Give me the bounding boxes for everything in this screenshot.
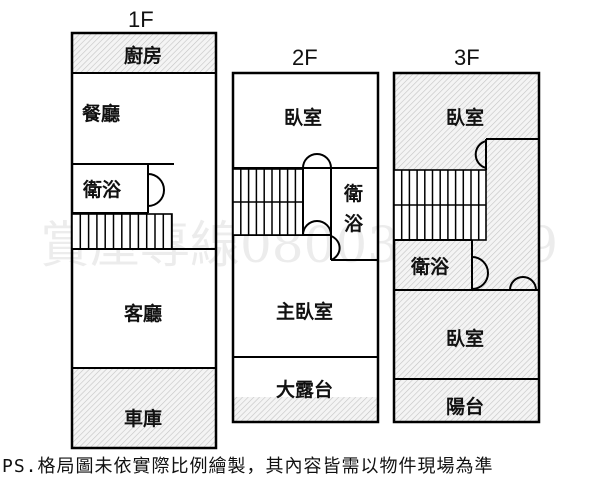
room-bathroom-2f-line2: 浴 xyxy=(344,213,364,235)
floor-label-3f: 3F xyxy=(454,45,480,70)
door-swing-icon xyxy=(147,173,165,207)
floor-1f: 1F 廚房 餐廳 衛浴 客廳 車庫 xyxy=(70,7,218,450)
room-garage: 車庫 xyxy=(124,407,162,430)
kitchen-area xyxy=(72,33,216,73)
room-dining: 餐廳 xyxy=(82,102,120,125)
staircase xyxy=(232,168,304,236)
floor-label-2f: 2F xyxy=(292,45,318,70)
room-bathroom-2f-line1: 衛 xyxy=(343,182,363,205)
terrace-hatch xyxy=(233,397,378,422)
floor-3f-hatch xyxy=(394,73,539,422)
room-bedroom-3f-bottom: 臥室 xyxy=(446,327,484,350)
floor-label-1f: 1F xyxy=(128,7,154,32)
door-swing-icon xyxy=(302,220,332,236)
door-swing-icon xyxy=(474,140,487,169)
staircase xyxy=(71,213,173,250)
room-bathroom-3f: 衛浴 xyxy=(410,255,450,278)
room-terrace: 大露台 xyxy=(276,378,333,401)
door-swing-icon xyxy=(471,256,489,290)
room-bedroom-3f-top: 臥室 xyxy=(446,106,484,129)
floor-3f-outline xyxy=(392,71,541,424)
footnote: PS.格局圖未依實際比例繪製，其內容皆需以物件現場為準 xyxy=(2,456,494,477)
garage-area xyxy=(72,368,216,448)
floor-3f: 3F 臥室 衛浴 臥室 陽台 xyxy=(392,45,541,424)
door-swing-icon xyxy=(509,276,537,291)
room-living: 客廳 xyxy=(124,302,162,325)
floor-2f-outline xyxy=(231,71,380,424)
door-swing-icon xyxy=(330,235,341,261)
room-master-bedroom: 主臥室 xyxy=(276,300,333,323)
staircase xyxy=(393,169,487,241)
floor-2f: 2F 臥室 衛 浴 主臥室 大露台 xyxy=(231,45,380,424)
room-kitchen: 廚房 xyxy=(124,44,162,67)
room-bathroom-1f: 衛浴 xyxy=(82,178,122,201)
room-bedroom-2f: 臥室 xyxy=(284,106,322,129)
door-swing-icon xyxy=(302,153,332,169)
room-balcony: 陽台 xyxy=(446,395,484,418)
